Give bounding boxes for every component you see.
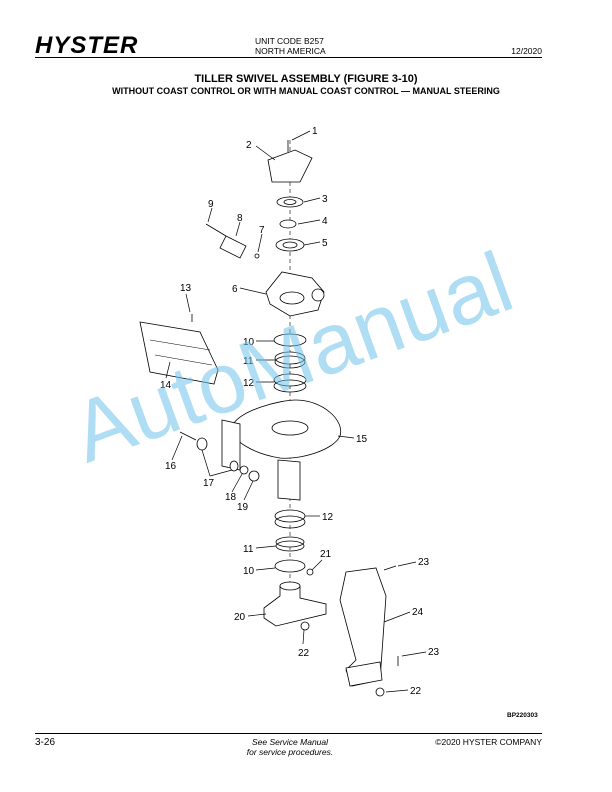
callout-15: 15 (356, 434, 368, 445)
callout-16: 16 (165, 461, 177, 472)
callout-2: 2 (246, 140, 252, 151)
callout-22-lower: 22 (410, 686, 422, 697)
callout-10: 10 (243, 337, 255, 348)
unit-code: UNIT CODE B257 (255, 36, 324, 46)
footer-rule (35, 733, 542, 734)
callout-24: 24 (412, 607, 424, 618)
unit-code-block: UNIT CODE B257 NORTH AMERICA (255, 36, 326, 56)
service-note: See Service Manual for service procedure… (230, 737, 350, 757)
revision-date: 12/2020 (511, 46, 542, 56)
callout-21: 21 (320, 549, 332, 560)
callout-8: 8 (237, 213, 243, 224)
service-note-line2: for service procedures. (246, 747, 334, 757)
callout-12-lower: 12 (322, 512, 334, 523)
callout-11-lower: 11 (243, 544, 254, 555)
callout-3: 3 (322, 194, 328, 205)
exploded-parts-diagram: 1 2 3 4 5 6 7 8 9 10 11 12 13 14 15 16 1… (139, 126, 440, 697)
callout-23-lower: 23 (428, 647, 440, 658)
callout-5: 5 (322, 238, 328, 249)
callout-9: 9 (208, 199, 214, 210)
callout-10-lower: 10 (243, 566, 255, 577)
service-note-line1: See Service Manual (251, 737, 329, 747)
callout-20: 20 (234, 612, 246, 623)
callout-4: 4 (322, 216, 328, 227)
callout-18: 18 (225, 492, 237, 503)
page-title: TILLER SWIVEL ASSEMBLY (FIGURE 3-10) (194, 73, 418, 85)
callout-14: 14 (160, 380, 172, 391)
callout-22: 22 (298, 648, 310, 659)
page-subtitle: WITHOUT COAST CONTROL OR WITH MANUAL COA… (112, 86, 500, 96)
copyright: ©2020 HYSTER COMPANY (435, 737, 542, 747)
callout-11: 11 (243, 356, 254, 367)
page-number: 3-26 (35, 737, 56, 748)
callout-23: 23 (418, 557, 430, 568)
callout-7: 7 (259, 225, 265, 236)
callout-1: 1 (312, 126, 318, 137)
header-rule (35, 57, 542, 58)
callout-17: 17 (203, 478, 215, 489)
callout-13: 13 (180, 283, 192, 294)
hyster-logo: HYSTER (35, 32, 139, 59)
figure-code: BP220303 (507, 712, 538, 719)
region: NORTH AMERICA (255, 46, 326, 56)
callout-19: 19 (237, 502, 249, 513)
callout-12: 12 (243, 378, 255, 389)
callout-6: 6 (232, 284, 238, 295)
